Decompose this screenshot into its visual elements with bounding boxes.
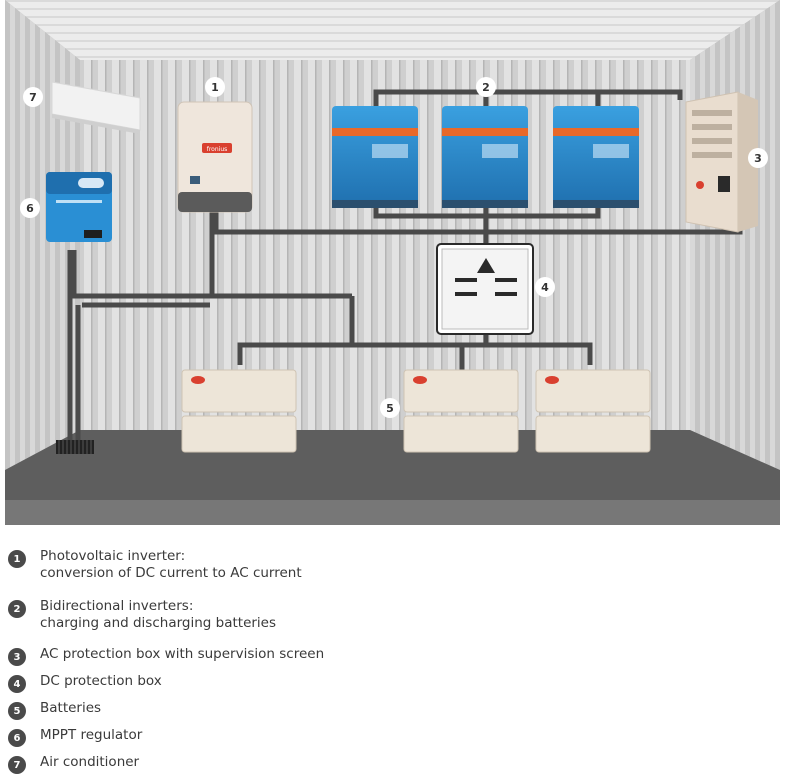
legend-item-7: 7 Air conditioner [8, 754, 139, 774]
ac-protection-box [685, 91, 758, 233]
legend-line: DC protection box [40, 673, 162, 689]
callout-6: 6 [20, 198, 40, 218]
legend-item-5: 5 Batteries [8, 700, 101, 720]
callout-5-label: 5 [386, 402, 394, 415]
legend-text: Photovoltaic inverter: conversion of DC … [40, 548, 302, 582]
callout-5: 5 [380, 398, 400, 418]
bidirectional-inverters [332, 106, 639, 208]
diagram-svg: fronius [5, 0, 780, 525]
legend-text: DC protection box [40, 673, 162, 690]
legend-line: charging and discharging batteries [40, 615, 277, 631]
battery [181, 369, 297, 453]
legend-item-3: 3 AC protection box with supervision scr… [8, 646, 324, 666]
legend-badge: 4 [8, 675, 26, 693]
legend-badge: 6 [8, 729, 26, 747]
battery [403, 369, 519, 453]
air-conditioner [51, 81, 141, 134]
right-wall [690, 0, 780, 470]
container-diagram: fronius [5, 0, 780, 525]
callout-7: 7 [23, 87, 43, 107]
legend-badge: 7 [8, 756, 26, 774]
legend-item-6: 6 MPPT regulator [8, 727, 142, 747]
mppt-regulator [46, 172, 112, 242]
callout-6-label: 6 [26, 202, 34, 215]
callout-1-label: 1 [211, 81, 219, 94]
battery [535, 369, 651, 453]
batteries [181, 369, 651, 453]
callouts: 1 2 3 4 5 6 7 [20, 77, 768, 418]
legend-line: MPPT regulator [40, 727, 143, 743]
legend-line: Bidirectional inverters: [40, 598, 194, 614]
legend-text: Air conditioner [40, 754, 139, 771]
callout-2-label: 2 [482, 81, 490, 94]
brand-mark: fronius [207, 146, 228, 153]
floor-edge [5, 500, 780, 525]
legend-item-4: 4 DC protection box [8, 673, 162, 693]
legend-badge: 2 [8, 600, 26, 618]
bidirectional-inverter [553, 106, 639, 208]
callout-2: 2 [476, 77, 496, 97]
legend-text: AC protection box with supervision scree… [40, 646, 324, 663]
legend-item-2: 2 Bidirectional inverters: charging and … [8, 598, 276, 632]
legend-text: Batteries [40, 700, 101, 717]
legend-line: conversion of DC current to AC current [40, 565, 302, 581]
legend-line: Air conditioner [40, 754, 140, 770]
legend-badge: 5 [8, 702, 26, 720]
callout-4: 4 [535, 277, 555, 297]
legend-badge: 1 [8, 550, 26, 568]
cables [67, 89, 743, 450]
legend-text: Bidirectional inverters: charging and di… [40, 598, 276, 632]
callout-1: 1 [205, 77, 225, 97]
bidirectional-inverter [332, 106, 418, 208]
legend-text: MPPT regulator [40, 727, 142, 744]
callout-3-label: 3 [754, 152, 762, 165]
dc-protection-box [436, 243, 534, 335]
legend-line: Photovoltaic inverter: [40, 548, 186, 564]
legend-line: Batteries [40, 700, 102, 716]
bidirectional-inverter [442, 106, 528, 208]
legend-badge: 3 [8, 648, 26, 666]
photovoltaic-inverter: fronius [177, 101, 253, 213]
legend-item-1: 1 Photovoltaic inverter: conversion of D… [8, 548, 302, 582]
callout-4-label: 4 [541, 281, 549, 294]
legend-line: AC protection box with supervision scree… [40, 646, 325, 662]
floor-grate [56, 440, 94, 454]
ceiling [5, 0, 780, 60]
callout-3: 3 [748, 148, 768, 168]
callout-7-label: 7 [29, 91, 37, 104]
